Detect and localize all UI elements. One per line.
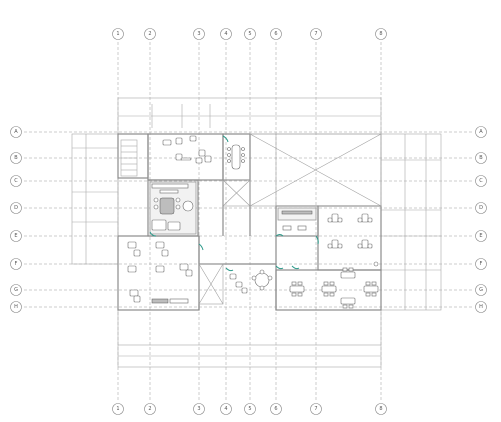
column-bubbles-bottom: 1 2 3 4 5 6 7 8 (112, 403, 387, 415)
grid-bubble-row-a-right: A (475, 126, 487, 138)
svg-text:5: 5 (248, 406, 251, 412)
grid-bubble-row-h-right: H (475, 301, 487, 313)
grid-bubble-col-8-top: 8 (375, 28, 387, 40)
svg-text:3: 3 (197, 406, 200, 412)
grid-bubble-row-e-left: E (10, 230, 22, 242)
void-areas (198, 133, 382, 305)
grid-bubble-col-2-bottom: 2 (144, 403, 156, 415)
svg-text:4: 4 (224, 31, 227, 37)
svg-text:H: H (479, 304, 483, 310)
open-office-desks (289, 267, 379, 309)
grid-bubble-row-f-right: F (475, 258, 487, 270)
meeting-table (227, 144, 245, 170)
svg-text:8: 8 (379, 406, 382, 412)
column-bubbles-top: 1 2 3 4 5 6 7 8 (112, 28, 387, 40)
svg-text:B: B (14, 155, 18, 161)
grid-bubble-row-h-left: H (10, 301, 22, 313)
building-walls (71, 97, 442, 368)
grid-bubble-row-b-right: B (475, 152, 487, 164)
grid-bubble-col-5-top: 5 (244, 28, 256, 40)
svg-text:7: 7 (314, 406, 317, 412)
grid-bubble-row-d-right: D (475, 202, 487, 214)
svg-text:6: 6 (274, 406, 277, 412)
svg-text:F: F (480, 261, 483, 267)
svg-text:1: 1 (116, 31, 119, 37)
svg-text:2: 2 (148, 406, 151, 412)
grid-bubble-row-c-left: C (10, 175, 22, 187)
row-bubbles-left: A B C D E F G H (10, 126, 22, 313)
grid-bubble-col-1-top: 1 (112, 28, 124, 40)
svg-text:H: H (14, 304, 18, 310)
svg-text:G: G (479, 287, 483, 293)
grid-bubble-col-3-top: 3 (193, 28, 205, 40)
grid-bubble-row-b-left: B (10, 152, 22, 164)
svg-text:C: C (14, 178, 18, 184)
grid-bubble-col-3-bottom: 3 (193, 403, 205, 415)
svg-text:4: 4 (224, 406, 227, 412)
lobby-furniture (229, 269, 273, 294)
grid-bubble-col-4-top: 4 (220, 28, 232, 40)
grid-bubble-col-8-bottom: 8 (375, 403, 387, 415)
lounge-seating (162, 135, 212, 164)
svg-text:A: A (14, 129, 18, 135)
grid-bubble-col-5-bottom: 5 (244, 403, 256, 415)
office-workstations-left (127, 241, 193, 304)
grid-bubble-col-2-top: 2 (144, 28, 156, 40)
svg-text:6: 6 (274, 31, 277, 37)
row-axis-lines (24, 131, 474, 308)
svg-text:1: 1 (116, 406, 119, 412)
doors (149, 135, 319, 272)
svg-text:B: B (479, 155, 483, 161)
grid-bubble-row-e-right: E (475, 230, 487, 242)
kitchen-furniture (151, 183, 194, 231)
svg-text:D: D (14, 205, 18, 211)
staircase (120, 139, 138, 177)
grid-bubble-col-7-top: 7 (310, 28, 322, 40)
grid-bubble-row-g-left: G (10, 284, 22, 296)
svg-text:A: A (479, 129, 483, 135)
grid-bubble-row-a-left: A (10, 126, 22, 138)
grid-bubble-row-d-left: D (10, 202, 22, 214)
svg-text:5: 5 (248, 31, 251, 37)
grid-bubble-col-7-bottom: 7 (310, 403, 322, 415)
grid-bubble-col-6-bottom: 6 (270, 403, 282, 415)
svg-text:2: 2 (148, 31, 151, 37)
svg-text:G: G (14, 287, 18, 293)
row-bubbles-right: A B C D E F G H (475, 126, 487, 313)
svg-text:F: F (15, 261, 18, 267)
svg-text:E: E (479, 233, 482, 239)
svg-text:8: 8 (379, 31, 382, 37)
svg-text:E: E (14, 233, 17, 239)
grid-bubble-col-1-bottom: 1 (112, 403, 124, 415)
grid-bubble-row-c-right: C (475, 175, 487, 187)
grid-bubble-row-f-left: F (10, 258, 22, 270)
grid-bubble-col-4-bottom: 4 (220, 403, 232, 415)
svg-text:7: 7 (314, 31, 317, 37)
grid-bubble-row-g-right: G (475, 284, 487, 296)
svg-text:D: D (479, 205, 483, 211)
grid-bubble-col-6-top: 6 (270, 28, 282, 40)
svg-text:3: 3 (197, 31, 200, 37)
office-workstations-right (281, 210, 379, 267)
svg-text:C: C (479, 178, 483, 184)
